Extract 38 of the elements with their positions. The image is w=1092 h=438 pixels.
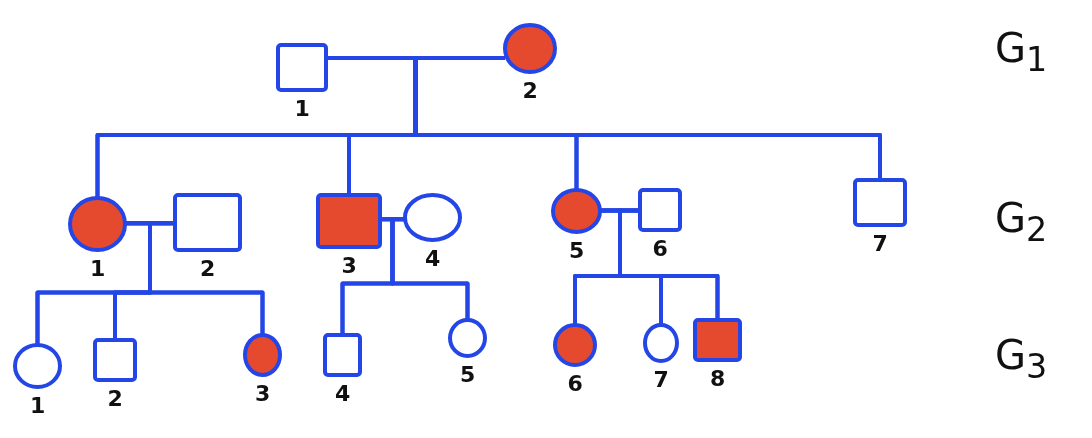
individual-number: 2	[107, 388, 123, 410]
individual-number: 4	[425, 248, 441, 270]
square-symbol	[95, 340, 135, 380]
filled-circle-symbol	[553, 190, 600, 232]
circle-symbol	[15, 345, 60, 387]
individual-number: 5	[460, 364, 476, 386]
descent-line	[148, 221, 265, 335]
individual-number: 3	[341, 255, 357, 277]
individual-number: 1	[294, 98, 310, 120]
filled-square-symbol	[695, 320, 740, 360]
filled-circle-symbol	[245, 335, 280, 375]
filled-circle-symbol	[505, 25, 555, 72]
square-symbol	[325, 335, 360, 375]
filled-circle-symbol	[555, 325, 595, 365]
individual-number: 2	[200, 258, 216, 280]
circle-symbol	[405, 195, 460, 240]
square-symbol	[175, 195, 240, 250]
square-symbol	[278, 45, 326, 90]
individual-number: 8	[710, 368, 726, 390]
individual-number: 1	[30, 395, 46, 417]
individual-number: 6	[652, 238, 668, 260]
generation-label: G$_{2}$	[995, 198, 1048, 247]
circle-symbol	[645, 325, 677, 361]
individual-number: 7	[653, 369, 669, 391]
individual-number: 1	[90, 258, 106, 280]
square-symbol	[640, 190, 680, 230]
individual-number: 4	[335, 383, 351, 405]
generation-label: G$_{1}$	[995, 28, 1048, 77]
square-symbol	[855, 180, 905, 225]
individual-number: 3	[255, 383, 271, 405]
individual-number: 5	[569, 240, 585, 262]
individual-number: 2	[522, 80, 538, 102]
individual-number: 6	[567, 373, 583, 395]
circle-symbol	[450, 320, 485, 356]
individual-number: 7	[872, 233, 888, 255]
generation-label: G$_{3}$	[995, 335, 1048, 384]
filled-circle-symbol	[70, 198, 125, 250]
filled-square-symbol	[318, 195, 380, 247]
